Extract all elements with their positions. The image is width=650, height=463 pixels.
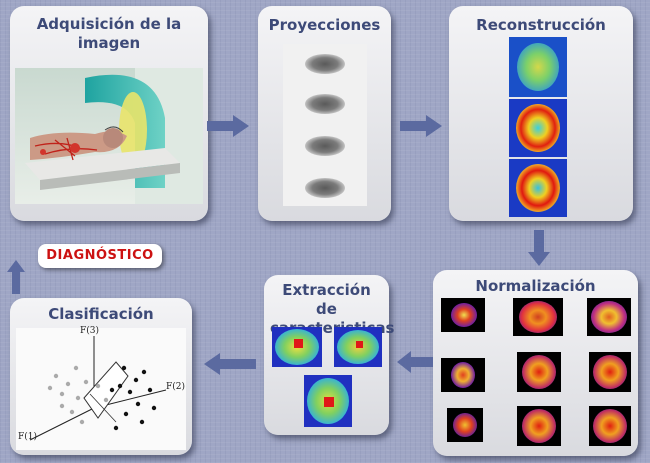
scanner-illustration xyxy=(15,68,203,204)
feature-region-marker xyxy=(294,339,303,348)
step-title-proyecciones: Proyecciones xyxy=(268,16,381,34)
axis-label-f2: F(2) xyxy=(166,382,185,392)
step-title-normalizacion: Normalización xyxy=(475,277,596,295)
panel-adquisicion: Adquisición de la imagen xyxy=(10,6,208,221)
pet-slice xyxy=(513,298,563,336)
reconstruction-brain xyxy=(509,159,567,217)
arrow-left-icon xyxy=(397,351,433,373)
axis-label-f3: F(3) xyxy=(80,326,99,336)
feature-region-marker xyxy=(356,341,363,348)
arrow-up-icon xyxy=(7,260,25,294)
feature-region-marker xyxy=(324,397,334,407)
step-title-reconstruccion: Reconstrucción xyxy=(476,16,606,34)
panel-normalizacion: Normalización xyxy=(433,270,638,456)
normalization-grid xyxy=(441,298,631,453)
pet-slice xyxy=(441,358,485,392)
arrow-right-icon xyxy=(400,115,442,137)
projection-image xyxy=(305,136,345,156)
step-title-clasificacion: Clasificación xyxy=(48,305,154,323)
pet-slice xyxy=(589,406,631,446)
arrow-left-icon xyxy=(204,353,256,375)
pet-slice xyxy=(517,352,561,392)
pet-slice xyxy=(589,352,631,392)
pet-slice xyxy=(587,298,631,336)
pet-slice xyxy=(517,406,561,446)
step-title-adquisicion: Adquisición de la imagen xyxy=(36,15,182,52)
panel-reconstruccion: Reconstrucción xyxy=(449,6,633,221)
feature-map xyxy=(334,327,382,367)
pet-slice xyxy=(441,298,485,332)
panel-proyecciones: Proyecciones xyxy=(258,6,391,221)
panel-clasificacion: Clasificación F(3) F(2) F(1) xyxy=(10,298,192,455)
reconstruction-noisy xyxy=(509,37,567,97)
classification-plot: F(3) F(2) F(1) xyxy=(16,326,186,450)
projection-strip xyxy=(283,44,367,206)
projection-image xyxy=(305,94,345,114)
arrow-down-icon xyxy=(528,230,550,266)
diagnostico-badge: DIAGNÓSTICO xyxy=(38,244,162,268)
feature-map xyxy=(304,375,352,427)
axis-label-f1: F(1) xyxy=(18,432,37,442)
projection-image xyxy=(305,178,345,198)
panel-extraccion: Extracción de caracteristicas xyxy=(264,275,395,435)
feature-map xyxy=(272,327,322,367)
pet-slice xyxy=(447,408,483,442)
arrow-right-icon xyxy=(207,115,249,137)
reconstruction-brain xyxy=(509,99,567,157)
projection-image xyxy=(305,54,345,74)
